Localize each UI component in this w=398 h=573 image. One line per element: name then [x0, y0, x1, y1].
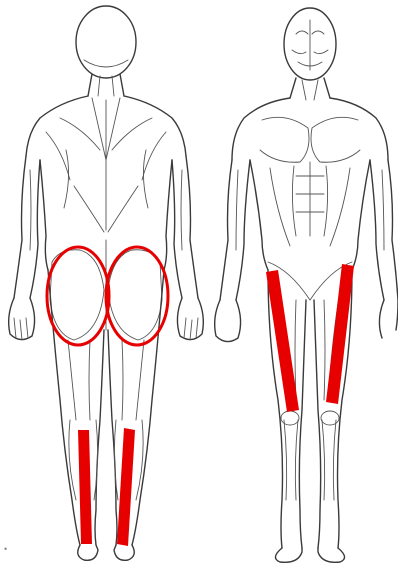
anterior-muscle-figure	[215, 8, 398, 562]
highlight-markers	[47, 247, 354, 546]
left-calf-highlight	[78, 430, 92, 544]
corner-mark: •	[4, 544, 7, 554]
right-gluteus-highlight	[106, 247, 168, 345]
right-calf-highlight	[117, 428, 135, 546]
left-gluteus-highlight	[47, 247, 109, 345]
